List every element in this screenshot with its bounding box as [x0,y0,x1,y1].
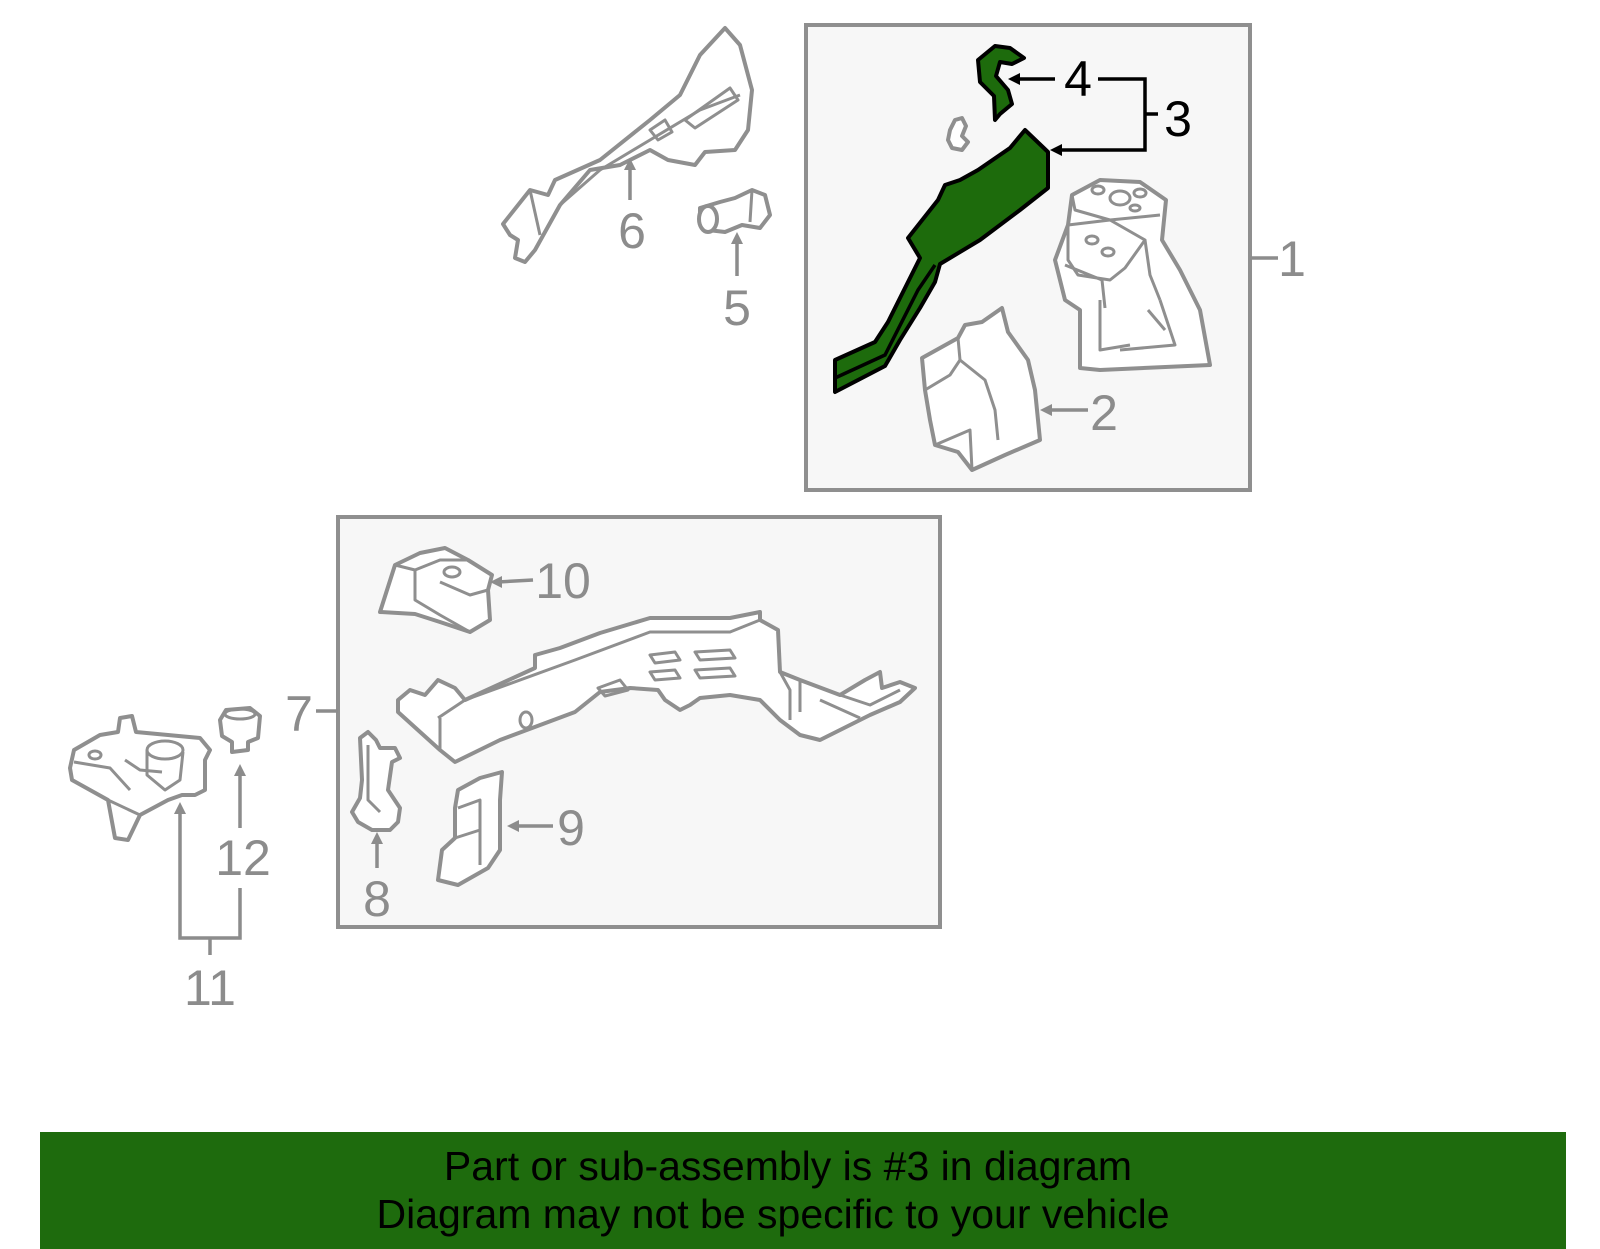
callout-7: 7 [285,686,313,742]
arrow-10 [490,576,502,588]
part-5 [697,188,772,234]
part-12 [218,706,262,754]
info-banner: Part or sub-assembly is #3 in diagram Di… [40,1132,1566,1249]
part-6 [501,26,754,264]
part-10 [378,546,494,634]
part-2 [920,306,1042,472]
part-8 [350,730,402,832]
arrow-4 [1008,73,1020,85]
callout-5: 5 [723,280,751,336]
callout-2: 2 [1090,385,1118,441]
arrow-6 [624,158,636,170]
part-1-tower [1053,178,1212,372]
callout-10: 10 [535,553,591,609]
part-11 [68,714,212,842]
part-4-bracket [976,44,1026,122]
callout-11: 11 [184,960,236,1016]
callout-1: 1 [1278,231,1306,287]
banner-line-2: Diagram may not be specific to your vehi… [376,1191,1170,1237]
callout-9: 9 [557,800,585,856]
callout-3: 3 [1164,91,1192,147]
leader-10 [497,578,534,584]
part-9 [436,770,504,887]
arrow-8 [371,832,383,844]
arrow-3 [1050,144,1062,156]
arrow-2 [1040,404,1052,416]
part-clip [946,116,970,152]
arrow-9 [507,820,519,832]
callout-6: 6 [618,203,646,259]
callout-8: 8 [363,871,391,927]
arrow-12 [234,764,246,776]
callout-4: 4 [1064,51,1092,107]
arrow-11 [174,802,186,814]
part-7-frame [396,610,917,764]
banner-line-1: Part or sub-assembly is #3 in diagram [443,1143,1133,1189]
callout-12: 12 [215,830,271,886]
arrow-5 [731,232,743,244]
part-3-rail [833,128,1050,394]
